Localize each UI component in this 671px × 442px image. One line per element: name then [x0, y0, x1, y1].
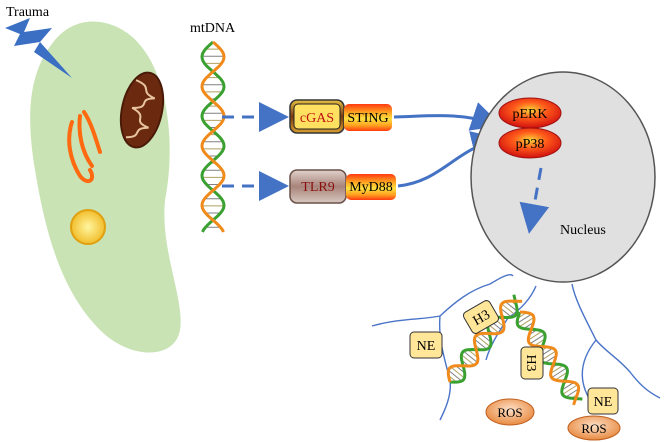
mitochondrion-icon	[119, 71, 165, 149]
perk-label: pERK	[513, 107, 548, 122]
helix-strand-green	[449, 294, 519, 384]
pp38-label: pP38	[516, 137, 545, 152]
mtdna-helix-icon	[200, 40, 226, 233]
helix-rung	[504, 301, 518, 312]
helix-rung	[480, 333, 492, 343]
helix-rung	[448, 369, 462, 382]
ne-label-left: NE	[417, 339, 436, 354]
h3-label-left: H3	[471, 308, 493, 330]
sting-box	[344, 104, 392, 131]
helix-rung	[518, 317, 535, 328]
net-dna-helix-left	[446, 294, 523, 384]
ros-ellipse-right	[567, 415, 621, 441]
cell-nucleus-icon	[70, 209, 106, 245]
helix-rung	[529, 333, 546, 345]
helix-rung	[461, 354, 475, 366]
helix-rung	[475, 335, 491, 348]
golgi-icon	[67, 110, 102, 184]
sting-label: STING	[347, 111, 388, 126]
helix-strand-orange	[519, 310, 581, 406]
helix-rung	[528, 330, 543, 341]
ros-ellipse-left	[485, 398, 535, 426]
h3-label-right: H3	[523, 354, 538, 371]
tlr9-label: TLR9	[301, 180, 334, 195]
nucleus-shape	[470, 71, 656, 283]
helix-rung	[551, 367, 567, 379]
cell-body	[30, 21, 181, 353]
helix-rung	[450, 366, 465, 379]
trauma-label: Trauma	[6, 5, 50, 20]
helix-rung	[500, 307, 512, 318]
helix-rung	[516, 313, 532, 324]
mtdna-label: mtDNA	[190, 21, 236, 36]
helix-rung	[463, 350, 478, 363]
myd88-label: MyD88	[349, 180, 393, 195]
ne-label-right: NE	[594, 395, 613, 410]
cgas-label: cGAS	[300, 111, 334, 126]
ros-label-right: ROS	[581, 421, 606, 436]
helix-rung	[562, 384, 578, 395]
helix-rung	[474, 338, 488, 350]
h3-box-left	[462, 300, 500, 334]
h3-box-right	[520, 346, 544, 380]
ros-label-left: ROS	[497, 405, 522, 420]
lightning-icon	[5, 18, 72, 78]
helix-rung	[561, 381, 575, 391]
pp38-ellipse	[498, 127, 562, 159]
helix-strand-green	[200, 40, 226, 233]
helix-strand-orange	[200, 40, 226, 233]
arrow-nucleus-down	[519, 167, 550, 234]
nucleus-label: Nucleus	[560, 223, 606, 238]
myd88-box	[346, 174, 396, 200]
helix-rung	[501, 303, 516, 316]
helix-rung	[555, 371, 568, 381]
ne-box-right	[587, 387, 619, 415]
arrow-sting-to-perk	[393, 102, 502, 131]
helix-rung	[565, 388, 579, 398]
helix-rung	[544, 355, 557, 364]
helix-strand-orange	[446, 299, 523, 383]
helix-rung	[550, 364, 564, 374]
ne-box-left	[409, 331, 443, 359]
